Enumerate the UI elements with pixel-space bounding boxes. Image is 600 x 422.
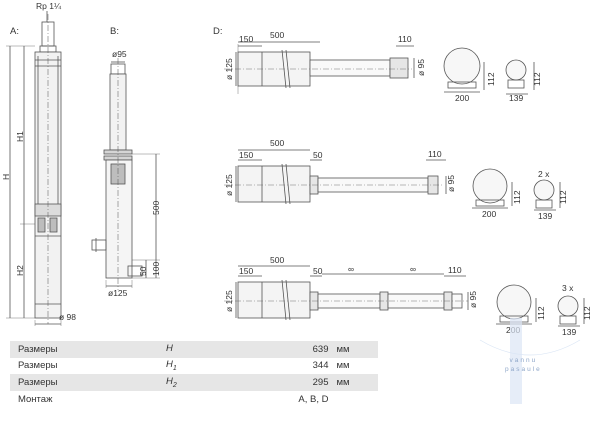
spec-symbol-subscript: 2 xyxy=(172,381,177,389)
row3-length-150: 150 xyxy=(239,266,253,276)
row3-diameter-95: ø 95 xyxy=(468,291,478,308)
bottom-diameter-label: ø125 xyxy=(108,288,128,298)
view-d: D: 500 150 110 ø 125 ø 95 200 xyxy=(213,26,592,337)
watermark-bar xyxy=(510,318,522,404)
row3-width-139: 139 xyxy=(562,327,576,337)
offset-100-label: 100 xyxy=(151,262,161,276)
row2-height-112: 112 xyxy=(512,190,522,204)
spec-symbol-letter: H xyxy=(165,376,173,388)
view-a: A: Rp 1¼ H H1 H2 ø 98 xyxy=(1,1,76,326)
row3-length-50: 50 xyxy=(313,266,323,276)
offset-50-label: 50 xyxy=(138,266,148,276)
spec-symbol-subscript: 1 xyxy=(172,365,177,373)
view-d-label: D: xyxy=(213,26,223,37)
spec-unit: мм xyxy=(332,374,378,391)
view-d-row-1: 500 150 110 ø 125 ø 95 200 112 xyxy=(224,30,542,103)
row1-height-112: 112 xyxy=(486,72,496,86)
thread-size-label: Rp 1¼ xyxy=(36,1,62,11)
spec-name: Размеры xyxy=(10,341,156,358)
row1-diameter-95: ø 95 xyxy=(416,59,426,76)
row1-width-139: 139 xyxy=(509,93,523,103)
spec-name: Размеры xyxy=(10,374,156,391)
view-d-row-3: 500 150 50 ∞ ∞ 110 ø 125 ø 95 xyxy=(224,255,592,337)
row1-length-500: 500 xyxy=(270,30,284,40)
spec-value: 344 xyxy=(257,357,333,375)
row2-diameter-125: ø 125 xyxy=(224,174,234,196)
height-label: H xyxy=(1,174,11,180)
pump-diameter-label: ø 98 xyxy=(59,312,76,322)
row2-count: 2 x xyxy=(538,169,550,179)
view-b-label: B: xyxy=(110,26,119,37)
row3-end-view-large xyxy=(496,284,532,320)
row3-height-112b: 112 xyxy=(582,306,592,320)
row1-diameter-125: ø 125 xyxy=(224,58,234,80)
row1-length-110: 110 xyxy=(398,34,412,44)
row3-length-110: 110 xyxy=(448,265,462,275)
watermark-line1: vannu xyxy=(509,357,538,364)
row2-length-110: 110 xyxy=(428,149,442,159)
row3-infinity-1: ∞ xyxy=(348,264,354,274)
row3-cooling-sleeve xyxy=(237,281,311,319)
spec-unit: мм xyxy=(332,357,378,375)
row3-height-112: 112 xyxy=(536,306,546,320)
h1-label: H1 xyxy=(15,131,25,142)
row2-length-150: 150 xyxy=(239,150,253,160)
watermark-arc xyxy=(479,339,581,356)
watermark-logo: vannu pasaule xyxy=(505,356,542,374)
row2-width-200: 200 xyxy=(482,209,496,219)
spec-unit: мм xyxy=(332,341,378,358)
sleeve-length-label: 500 xyxy=(151,201,161,215)
row1-height-112b: 112 xyxy=(532,72,542,86)
row2-length-500: 500 xyxy=(270,138,284,148)
row2-end-view-large xyxy=(472,168,508,204)
top-diameter-label: ø95 xyxy=(112,49,127,59)
spec-name: Размеры xyxy=(10,357,156,375)
spec-symbol-letter: H xyxy=(165,359,173,371)
row3-diameter-125: ø 125 xyxy=(224,290,234,312)
row2-width-139: 139 xyxy=(538,211,552,221)
spec-symbol xyxy=(155,390,258,408)
spec-unit xyxy=(332,390,378,408)
row2-length-50: 50 xyxy=(313,150,323,160)
spec-symbol: H1 xyxy=(155,357,258,375)
row3-end-view-small xyxy=(557,295,579,317)
view-d-row-2: 500 150 50 110 ø 125 ø 95 200 112 xyxy=(224,138,568,221)
row2-height-112b: 112 xyxy=(558,190,568,204)
row2-end-view-small xyxy=(533,179,555,201)
row1-width-200: 200 xyxy=(455,93,469,103)
h2-label: H2 xyxy=(15,265,25,276)
spec-symbol: H xyxy=(155,341,258,358)
spec-row: Монтаж A, B, D xyxy=(10,390,378,408)
watermark-line2: pasaule xyxy=(505,366,542,373)
spec-name: Монтаж xyxy=(10,390,156,408)
view-a-label: A: xyxy=(10,26,19,37)
row3-count: 3 x xyxy=(562,283,574,293)
side-fitting xyxy=(91,239,107,251)
row1-end-view-large xyxy=(443,47,481,85)
view-b: B: ø95 500 50 100 ø125 xyxy=(91,26,161,298)
row3-length-500: 500 xyxy=(270,255,284,265)
spec-value: 295 xyxy=(257,374,333,391)
row1-length-150: 150 xyxy=(239,34,253,44)
cooling-sleeve xyxy=(105,159,133,279)
spec-symbol: H2 xyxy=(155,374,258,391)
spec-value: 639 xyxy=(257,341,333,358)
row2-cooling-sleeve xyxy=(237,165,311,203)
row1-end-view-small xyxy=(505,59,527,81)
row1-pump-body xyxy=(309,59,391,77)
row2-diameter-95: ø 95 xyxy=(446,175,456,192)
spec-symbol-letter: H xyxy=(165,342,173,354)
row3-infinity-2: ∞ xyxy=(410,264,416,274)
spec-value: A, B, D xyxy=(257,390,333,408)
